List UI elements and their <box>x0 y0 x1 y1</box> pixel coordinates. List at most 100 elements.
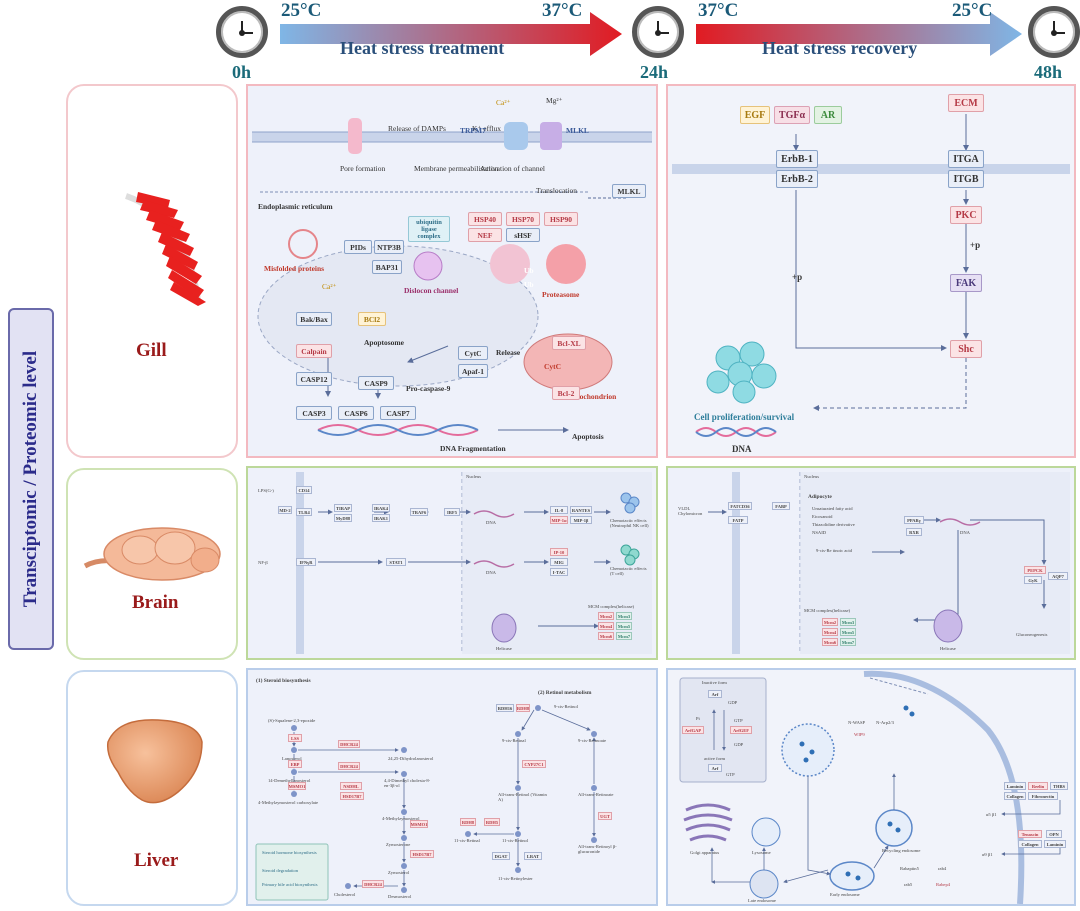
label-dna: DNA <box>486 570 496 575</box>
node-bcl2-mito: Bcl-2 <box>552 386 580 400</box>
liver-organ-box: Liver <box>66 670 238 906</box>
label-chemotactic-neutrophil: Chemotactic effects (Neutrophil NK cell) <box>610 518 649 528</box>
node-lrat: LRAT <box>524 852 542 860</box>
node-pids: PIDs <box>344 240 372 254</box>
side-label-text: Transciptomic / Proteomic level <box>20 350 41 608</box>
label-dihydrolanosterol: 24,25-Dihydrolanosterol <box>388 756 434 761</box>
label-ca2: Ca²⁺ <box>322 282 337 291</box>
node-rantes: RANTES <box>570 506 592 514</box>
node-laminin: Laminin <box>1004 782 1026 790</box>
node-mcm3: Mcm3 <box>616 612 632 620</box>
node-dgat: DGAT <box>492 852 510 860</box>
clock-icon <box>1028 6 1080 58</box>
label-9cis-retinal: 9-cis-Retinal <box>502 738 526 743</box>
node-egf: EGF <box>740 106 770 124</box>
node-il8: IL-8 <box>550 506 568 514</box>
node-nsdhl: NSDHL <box>340 782 362 790</box>
node-cd14: CD14 <box>296 486 312 494</box>
liver-right-drawing <box>679 670 1061 904</box>
gill-apoptosis-panel: Release of DAMPs K⁺ efflux Ca²⁺ Mg²⁺ TRP… <box>246 84 658 458</box>
node-shc: Shc <box>950 340 982 358</box>
node-irf5: IRF5 <box>444 508 460 516</box>
node-fatcd36: FATCD36 <box>728 502 752 510</box>
node-itgb: ITGB <box>948 170 984 188</box>
node-rxr: RXR <box>906 528 922 536</box>
node-msmo1: MSMO1 <box>410 820 428 828</box>
label-squalene: (S)-Squalene-2,3-epoxide <box>268 718 316 723</box>
node-tgfa: TGFα <box>774 106 810 124</box>
label-mitochondrion: Mitochondrion <box>568 392 617 401</box>
node-pkc: PKC <box>950 206 982 224</box>
node-rdh8b: RDH8 <box>460 818 476 826</box>
label-ub: Ub <box>524 280 534 289</box>
clock-icon <box>632 6 684 58</box>
node-erbb2: ErbB-2 <box>776 170 818 188</box>
label-steroid-hormone: Steroid hormone biosynthesis <box>262 850 317 855</box>
node-md2: MD-2 <box>278 506 292 514</box>
label-cytc-mito: CytC <box>544 362 562 371</box>
label-methylzymosterol-carb: 4-Methylzymosterol carboxylate <box>258 800 319 805</box>
node-ppar-gamma: PPARγ <box>904 516 924 524</box>
label-trpm7: TRPM7 <box>460 126 486 135</box>
label-9cis: 9-cis-Re tinoic acid <box>816 548 852 553</box>
node-cyp27c1: CYP27C1 <box>522 760 546 768</box>
label-gtp: GTP <box>734 718 743 723</box>
label-11cis-retinol: 11-cis-Retinol <box>502 838 529 843</box>
node-arfgef: ArfGEF <box>730 726 752 734</box>
node-casp7: CASP7 <box>380 406 416 420</box>
node-mcm2: Mcm2 <box>822 618 838 626</box>
node-myd88: MyD88 <box>334 514 352 522</box>
time-label-48h: 48h <box>1034 62 1063 82</box>
label-pore-formation: Pore formation <box>340 164 386 173</box>
node-mcm4: Mcm4 <box>598 622 614 630</box>
label-dna: DNA <box>732 444 752 454</box>
node-hsd17b7: HSD17B7 <box>340 792 364 800</box>
node-mcm6: Mcm6 <box>598 632 614 640</box>
node-opn: OPN <box>1046 830 1062 838</box>
node-shsf: sHSF <box>506 228 540 242</box>
label-a5b1: α5 β1 <box>986 812 997 817</box>
label-wip9: WIP9 <box>854 732 865 737</box>
liver-illustration <box>106 719 203 804</box>
node-casp6: CASP6 <box>338 406 374 420</box>
node-bap31: BAP31 <box>372 260 402 274</box>
gill-organ-box: Gill <box>66 84 238 458</box>
node-casp3: CASP3 <box>296 406 332 420</box>
label-translocation: Translocation <box>536 186 577 195</box>
node-hsp90: HSP90 <box>544 212 578 226</box>
node-dhcr24: DHCR24 <box>338 740 360 748</box>
node-nef: NEF <box>468 228 502 242</box>
brain-lipid-panel: Nucleus VLDL Chylomicron Adipocyte Unsat… <box>666 466 1076 660</box>
label-apoptosis: Apoptosis <box>572 432 604 441</box>
node-fabp: FABP <box>772 502 790 510</box>
node-fatp: FATP <box>728 516 748 524</box>
node-gyk: GyK <box>1024 576 1042 584</box>
label-nsaid: NSAID <box>812 530 827 535</box>
node-apaf1: Apaf-1 <box>458 364 488 378</box>
label-dna: DNA <box>960 530 970 535</box>
node-arf: Arf <box>708 690 722 698</box>
timeline-arrows <box>280 12 1022 56</box>
label-14-demethyl: 14-Demethyllanosterol <box>268 778 311 783</box>
level-side-label: Transciptomic / Proteomic level <box>8 308 54 650</box>
node-bak-bax: Bak/Bax <box>296 312 332 326</box>
node-rdh16: RDH16 <box>496 704 514 712</box>
node-tlr4: TLR4 <box>296 508 312 516</box>
label-misfolded: Misfolded proteins <box>264 264 325 273</box>
label-nf-beta: NF-β <box>258 560 268 565</box>
label-helicase: Helicase <box>940 646 956 651</box>
node-mlkl: MLKL <box>612 184 646 198</box>
label-gdp: GDP <box>734 742 744 747</box>
node-mcm3: Mcm3 <box>840 618 856 626</box>
label-dna: DNA <box>486 520 496 525</box>
label-rab5: rab5 <box>904 882 913 887</box>
node-mcm6: Mcm6 <box>822 638 838 646</box>
label-dislocon: Dislocon channel <box>404 286 459 295</box>
label-apoptosome: Apoptosome <box>364 338 405 347</box>
label-steroid-degradation: Steroid degradation <box>262 868 299 873</box>
node-ecm: ECM <box>948 94 984 112</box>
label-recycling-endosome: Recycling endosome <box>882 848 921 853</box>
temp-label: 37°C <box>698 0 739 21</box>
label-lps: LPS(G-) <box>258 488 274 493</box>
